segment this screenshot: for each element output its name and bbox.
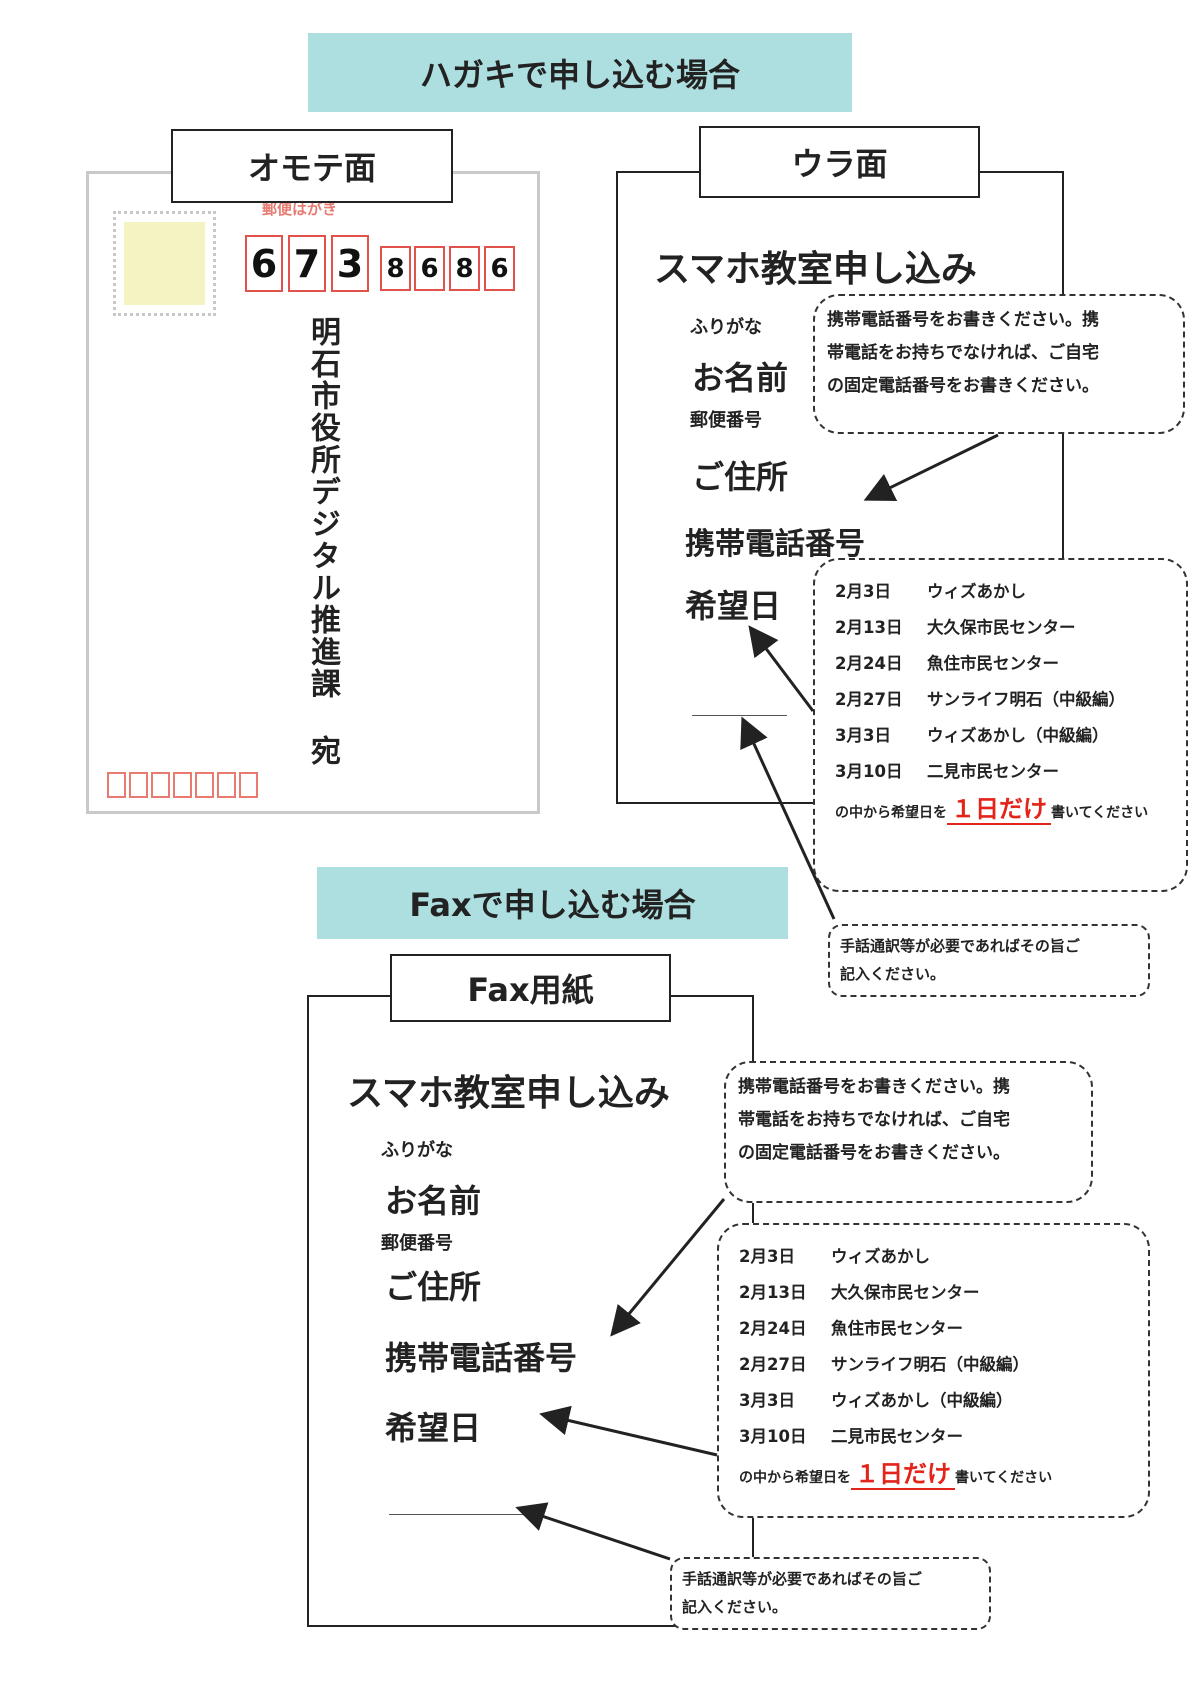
zip-digit: 7 — [288, 235, 326, 292]
postcard-header: 郵便はがき — [262, 200, 338, 218]
recipient-honorific: 宛 — [305, 735, 340, 767]
zip-digit: 8 — [449, 246, 480, 291]
schedule-row: 2月24日魚住市民センター — [835, 654, 1059, 673]
schedule-row: 2月24日魚住市民センター — [739, 1319, 963, 1338]
schedule-row: 3月10日二見市民センター — [835, 762, 1059, 781]
postcard-section-banner: ハガキで申し込む場合 — [308, 33, 852, 112]
schedule-row: 3月3日ウィズあかし（中級編） — [835, 726, 1109, 745]
stamp-area — [113, 211, 216, 316]
address-label: ご住所 — [692, 458, 789, 496]
schedule-row: 2月13日大久保市民センター — [835, 618, 1076, 637]
fax-schedule-note: 2月3日ウィズあかし 2月13日大久保市民センター 2月24日魚住市民センター … — [717, 1223, 1150, 1518]
fax-date-label: 希望日 — [385, 1409, 482, 1447]
zip-digit: 6 — [245, 235, 283, 292]
note-text: 記入ください。 — [682, 1598, 788, 1616]
front-label: オモテ面 — [171, 129, 453, 203]
schedule-row: 3月10日二見市民センター — [739, 1427, 963, 1446]
phone-note: 携帯電話番号をお書きください。携 帯電話をお持ちでなければ、ご自宅 の固定電話番… — [813, 294, 1185, 434]
zip-digit: 3 — [331, 235, 369, 292]
zip-digit: 6 — [484, 246, 515, 291]
note-text: の固定電話番号をお書きください。 — [738, 1143, 1010, 1163]
note-text: の固定電話番号をお書きください。 — [827, 376, 1099, 396]
schedule-row: 2月3日ウィズあかし — [835, 582, 1026, 601]
schedule-row: 2月3日ウィズあかし — [739, 1247, 930, 1266]
schedule-row: 3月3日ウィズあかし（中級編） — [739, 1391, 1013, 1410]
schedule-row: 2月27日サンライフ明石（中級編） — [739, 1355, 1029, 1374]
recipient-address: 明石市役所デジタル推進課 — [305, 316, 340, 700]
fax-phone-label: 携帯電話番号 — [385, 1339, 578, 1377]
fax-postal-label: 郵便番号 — [381, 1233, 453, 1254]
fax-phone-note: 携帯電話番号をお書きください。携 帯電話をお持ちでなければ、ご自宅 の固定電話番… — [724, 1061, 1093, 1203]
fax-interpreter-note: 手話通訳等が必要であればその旨ご 記入ください。 — [670, 1557, 991, 1630]
note-text: 手話通訳等が必要であればその旨ご — [840, 937, 1080, 955]
zip-digit: 8 — [380, 246, 411, 291]
schedule-note: 2月3日ウィズあかし 2月13日大久保市民センター 2月24日魚住市民センター … — [813, 558, 1188, 892]
interpreter-note: 手話通訳等が必要であればその旨ご 記入ください。 — [828, 924, 1150, 997]
fax-address-label: ご住所 — [385, 1268, 482, 1306]
schedule-row: 2月27日サンライフ明石（中級編） — [835, 690, 1125, 709]
date-label: 希望日 — [685, 587, 782, 625]
zip-digit: 6 — [414, 246, 445, 291]
fax-furigana-label: ふりがな — [381, 1140, 453, 1161]
note-text: 携帯電話番号をお書きください。携 — [827, 310, 1099, 330]
furigana-label: ふりがな — [690, 317, 762, 338]
name-label: お名前 — [692, 359, 789, 397]
fax-form-title: スマホ教室申し込み — [347, 1073, 670, 1114]
note-text: 帯電話をお持ちでなければ、ご自宅 — [738, 1110, 1010, 1130]
sender-zip-boxes — [107, 772, 258, 798]
note-line — [692, 715, 787, 716]
form-title: スマホ教室申し込み — [654, 249, 977, 290]
back-label: ウラ面 — [699, 126, 980, 198]
phone-label: 携帯電話番号 — [685, 527, 865, 562]
schedule-row: 2月13日大久保市民センター — [739, 1283, 980, 1302]
note-text: 帯電話をお持ちでなければ、ご自宅 — [827, 343, 1099, 363]
fax-name-label: お名前 — [385, 1182, 482, 1220]
postal-label: 郵便番号 — [690, 410, 762, 431]
fax-section-banner: Faxで申し込む場合 — [317, 867, 788, 939]
note-text: 手話通訳等が必要であればその旨ご — [682, 1570, 922, 1588]
note-text: 記入ください。 — [840, 965, 946, 983]
note-text: 携帯電話番号をお書きください。携 — [738, 1077, 1010, 1097]
fax-note-line — [389, 1514, 534, 1515]
fax-label: Fax用紙 — [390, 954, 671, 1022]
